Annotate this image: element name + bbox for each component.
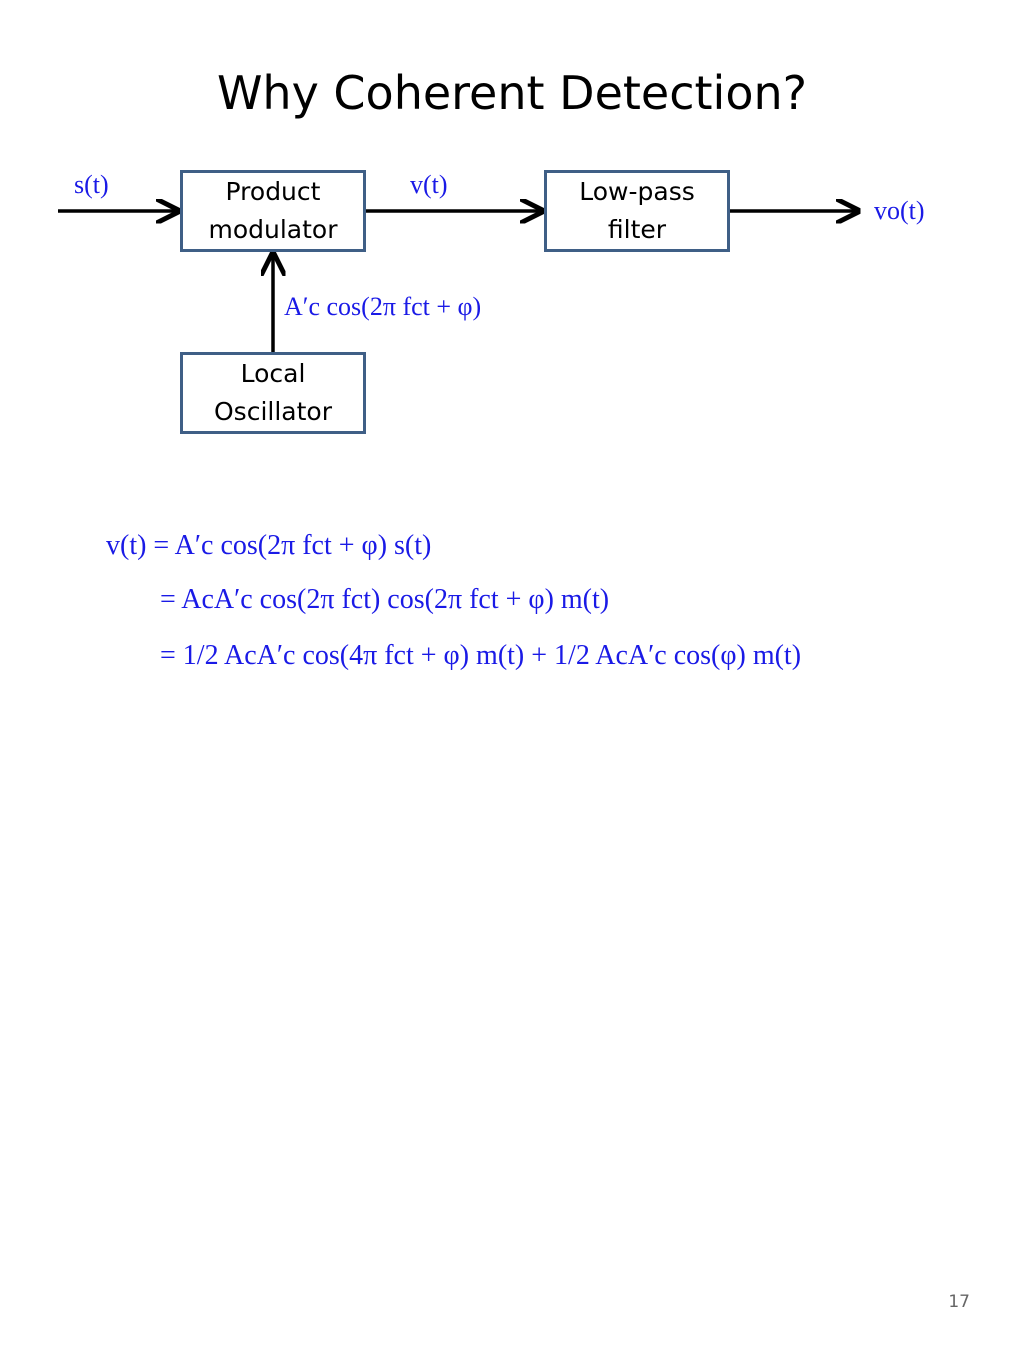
page-number: 17 bbox=[948, 1292, 970, 1312]
equation-line-3: = 1/2 AcA′c cos(4π fct + φ) m(t) + 1/2 A… bbox=[160, 640, 802, 671]
product-modulator-block: Product modulator bbox=[180, 170, 366, 252]
output-signal-label: vo(t) bbox=[874, 196, 925, 225]
low-pass-filter-label-line1: Low-pass bbox=[579, 177, 695, 206]
local-oscillator-label-line1: Local bbox=[240, 359, 306, 388]
input-signal-label: s(t) bbox=[74, 170, 109, 199]
low-pass-filter-block: Low-pass filter bbox=[544, 170, 730, 252]
equation-line-1: v(t) = A′c cos(2π fct + φ) s(t) bbox=[106, 530, 432, 561]
oscillator-signal-label: A′c cos(2π fct + φ) bbox=[284, 292, 482, 321]
local-oscillator-label-line2: Oscillator bbox=[214, 397, 332, 426]
local-oscillator-block: Local Oscillator bbox=[180, 352, 366, 434]
slide-title: Why Coherent Detection? bbox=[216, 66, 808, 120]
low-pass-filter-label-line2: filter bbox=[607, 215, 667, 244]
product-modulator-label-line1: Product bbox=[225, 177, 321, 206]
equation-line-2: = AcA′c cos(2π fct) cos(2π fct + φ) m(t) bbox=[160, 584, 610, 615]
modulated-signal-label: v(t) bbox=[410, 170, 448, 199]
product-modulator-label-line2: modulator bbox=[208, 215, 338, 244]
